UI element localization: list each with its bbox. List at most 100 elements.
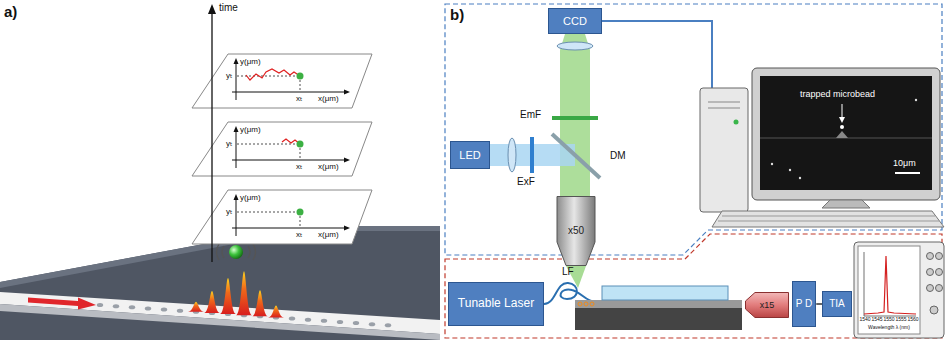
camera-cable	[602, 21, 712, 88]
waveguide-hole	[337, 320, 343, 324]
field-peak	[252, 290, 268, 316]
node-text: x50	[568, 225, 584, 237]
monitor	[915, 99, 917, 101]
screen-annotation: trapped microbead	[800, 89, 875, 99]
time-axis	[211, 12, 212, 262]
photonic-chip	[575, 308, 742, 330]
waveguide-hole	[305, 318, 311, 322]
amplifier-box: TIA	[822, 291, 852, 317]
plane-axis	[236, 62, 237, 100]
monitor	[752, 68, 940, 208]
spectrum-analyzer	[930, 306, 938, 314]
monitor	[789, 169, 791, 171]
tracking-plane	[192, 54, 372, 244]
excitation-filter	[530, 137, 534, 173]
tracked-position	[297, 73, 304, 80]
axis-label: x(μm)	[318, 162, 339, 171]
lens	[508, 138, 516, 172]
axis-arrowhead	[344, 226, 350, 231]
projection-line	[300, 216, 301, 227]
plane-axis	[232, 228, 346, 229]
node-text: P D	[796, 298, 813, 310]
objective-outline	[746, 293, 789, 318]
tick-label: 1560	[907, 317, 918, 323]
tracking-plane	[192, 122, 372, 176]
waveguide-hole	[385, 323, 391, 327]
plane-axis	[236, 198, 237, 236]
monitor	[799, 177, 801, 179]
panel-letter: a)	[4, 3, 17, 20]
tracked-position	[297, 209, 304, 216]
computer-tower	[708, 102, 740, 103]
tracking-plane	[192, 190, 372, 244]
motion-arc	[253, 244, 256, 260]
spectrum-analyzer	[854, 242, 944, 338]
axis-title: Wavelength λ (nm)	[868, 325, 910, 331]
computer-tower	[700, 88, 748, 212]
tracking-plane	[192, 54, 372, 108]
spectrum-analyzer	[936, 253, 943, 260]
light-source-box: LED	[450, 141, 490, 169]
field-peak	[188, 302, 204, 312]
coordinate-label: yₜ	[226, 71, 232, 80]
spectrum-analyzer	[864, 256, 916, 314]
coordinate-label: xₜ	[296, 230, 302, 239]
scale-bar-label: 10μm	[893, 158, 916, 168]
axis-label: x(μm)	[318, 94, 339, 103]
monitor	[771, 163, 773, 165]
component-label: LF	[562, 266, 574, 278]
axis-arrowhead	[234, 58, 239, 64]
keyboard	[712, 211, 944, 227]
axis-label: y(μm)	[240, 193, 261, 202]
camera-box: CCD	[548, 8, 602, 34]
spectrum-analyzer	[927, 269, 934, 276]
spectrum-analyzer	[858, 246, 920, 334]
waveguide-hole	[145, 306, 151, 310]
objective-outline	[557, 197, 595, 266]
trajectory	[246, 69, 300, 80]
waveguide	[0, 304, 440, 340]
monitor	[840, 125, 844, 129]
axis-title: time	[219, 2, 238, 14]
component-label: EmF	[520, 109, 541, 121]
axis-arrowhead	[234, 194, 239, 200]
waveguide-hole	[129, 305, 135, 309]
tick-label: 1545	[871, 317, 882, 323]
objective-lens: x50	[556, 196, 596, 266]
coordinate-label: xₜ	[296, 162, 302, 171]
emission-filter	[552, 116, 598, 120]
field-peak	[268, 306, 284, 318]
monitor	[836, 131, 848, 138]
axis-arrowhead	[344, 158, 350, 163]
waveguide-hole	[161, 308, 167, 312]
dichroic-mirror	[552, 134, 600, 178]
objective-lens: x15	[745, 292, 789, 318]
projection-line	[237, 76, 300, 227]
projection-line	[237, 212, 296, 213]
spectrum-analyzer	[936, 269, 943, 276]
component-label: DM	[610, 150, 626, 162]
motion-arc	[248, 246, 250, 258]
component-label: ExF	[517, 176, 535, 188]
motion-arc	[217, 244, 220, 260]
spectrum-analyzer	[854, 242, 944, 338]
keyboard	[722, 216, 935, 217]
spectrum-analyzer	[936, 285, 943, 292]
axis-label: y(μm)	[240, 57, 261, 66]
waveguide	[0, 292, 440, 340]
node-text: CCD	[563, 15, 587, 28]
time-axis	[208, 4, 216, 262]
tick-label: 1550	[883, 317, 894, 323]
panel-border	[445, 234, 942, 338]
computer-tower	[734, 120, 739, 125]
monitor	[760, 76, 932, 190]
monitor	[822, 200, 870, 208]
tick-label: 1555	[895, 317, 906, 323]
waveguide-hole	[289, 317, 295, 321]
node-text: Tunable Laser	[458, 297, 534, 311]
plane-axis	[232, 62, 346, 236]
photonic-chip	[575, 286, 742, 330]
motion-arc	[217, 244, 256, 260]
waveguide-hole	[113, 304, 119, 308]
axis-arrowhead	[234, 58, 351, 231]
